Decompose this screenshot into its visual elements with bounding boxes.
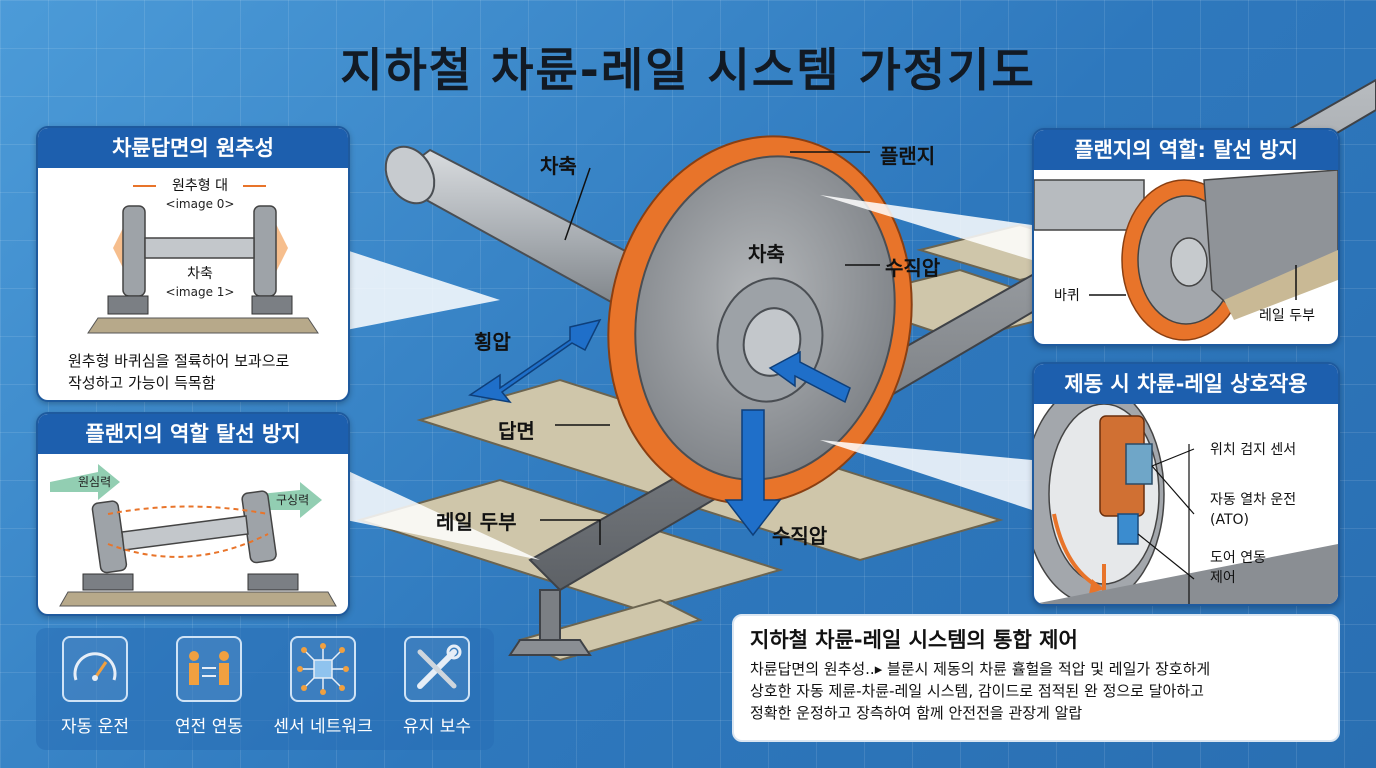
braking-sensor-label: 위치 검지 센서 <box>1210 442 1296 458</box>
icon-item-maintenance: 유지 보수 <box>382 636 492 737</box>
icon-label-linkage: 연전 연동 <box>175 717 243 737</box>
braking-door-line1: 도어 연동 <box>1210 550 1266 566</box>
panel-flange-left-title: 플랜지의 역할 탈선 방지 <box>38 414 348 454</box>
label-vertical-pressure-top: 수직압 <box>885 256 941 280</box>
braking-ato-line2: (ATO) <box>1210 512 1249 528</box>
flange-left-arrow-left: 원심력 <box>78 475 111 489</box>
braking-door-line2: 제어 <box>1210 570 1236 586</box>
leader-lines <box>540 151 880 545</box>
label-axle: 차축 <box>540 154 577 178</box>
info-line-1: 차륜답면의 원추성..▸ 블룬시 제동의 차륜 휼헐을 적압 및 레일가 장호하… <box>750 660 1211 678</box>
icon-item-auto-driving: 자동 운전 <box>40 636 150 737</box>
panel-flange-right: 플랜지의 역할: 탈선 방지 바퀴 레일 두부 <box>1032 128 1340 346</box>
panel-braking-title: 제동 시 차륜-레일 상호작용 <box>1034 364 1338 404</box>
info-line-2: 상호한 자동 제륜-차륜-레일 시스템, 감이드로 점적된 완 정으로 달아하고 <box>750 682 1204 700</box>
info-box: 지하철 차륜-레일 시스템의 통합 제어 차륜답면의 원추성..▸ 블룬시 제동… <box>732 614 1340 742</box>
conicity-image-mid: <image 1> <box>166 285 235 299</box>
braking-diagram: 위치 검지 센서 자동 열차 운전 (ATO) 도어 연동 제어 <box>1034 404 1338 604</box>
info-body: 차륜답면의 원추성..▸ 블룬시 제동의 차륜 휼헐을 적압 및 레일가 장호하… <box>750 658 1210 724</box>
panel-flange-left: 플랜지의 역할 탈선 방지 원심력 구싱력 <box>36 412 350 616</box>
speedometer-icon <box>73 652 117 681</box>
label-rail-head: 레일 두부 <box>436 510 517 534</box>
icon-label-maintenance: 유지 보수 <box>403 717 471 737</box>
info-line-3: 정확한 운정하고 장측하여 함께 안전전을 관장게 알랍 <box>750 704 1083 722</box>
conicity-label-mid: 차축 <box>187 266 213 282</box>
icon-bar: 자동 운전 연전 연동 <box>36 628 494 750</box>
icon-label-auto-driving: 자동 운전 <box>61 717 129 737</box>
flange-left-diagram: 원심력 구싱력 <box>50 464 337 607</box>
flange-left-arrow-right: 구싱력 <box>276 493 309 507</box>
conicity-text-2: 작성하고 가능이 득목함 <box>68 374 216 392</box>
icon-item-linkage: 연전 연동 <box>154 636 264 737</box>
info-title: 지하철 차륜-레일 시스템의 통합 제어 <box>750 628 1078 652</box>
label-tread: 답면 <box>498 419 535 443</box>
conicity-diagram: 원추형 대 <image 0> 차축 <image 1> <box>87 178 319 334</box>
panel-braking: 제동 시 차륜-레일 상호작용 위치 검지 센서 자동 열차 운전 (ATO) … <box>1032 362 1340 606</box>
label-vertical-pressure-bottom: 수직압 <box>772 524 828 548</box>
icon-label-sensor-network: 센서 네트워크 <box>273 717 373 737</box>
braking-ato-line1: 자동 열차 운전 <box>1210 492 1296 508</box>
wheel <box>607 135 913 505</box>
people-link-icon <box>189 651 229 685</box>
panel-flange-right-title: 플랜지의 역할: 탈선 방지 <box>1034 130 1338 170</box>
callout-wedges <box>346 195 1032 560</box>
panel-conicity-title: 차륜답면의 원추성 <box>38 128 348 168</box>
icon-item-sensor-network: 센서 네트워크 <box>268 636 378 737</box>
flange-right-rail-label: 레일 두부 <box>1259 308 1315 324</box>
panel-conicity: 차륜답면의 원추성 원추형 대 <image 0> 차축 <image 1> 원… <box>36 126 350 402</box>
conicity-text-1: 원추형 바퀴심을 절륙하어 보과으로 <box>68 352 290 370</box>
label-flange: 플랜지 <box>880 144 936 168</box>
conicity-label-top: 원추형 대 <box>172 178 228 194</box>
label-wheel-axle: 차축 <box>748 242 785 266</box>
flange-right-diagram: 바퀴 레일 두부 <box>1034 170 1338 341</box>
network-chip-icon <box>297 643 349 695</box>
wrench-screwdriver-icon <box>417 644 462 689</box>
page-title: 지하철 차륜-레일 시스템 가정기도 <box>340 43 1036 97</box>
flange-right-wheel-label: 바퀴 <box>1054 288 1080 304</box>
conicity-image-top: <image 0> <box>166 197 235 211</box>
force-arrows <box>468 318 851 537</box>
label-lateral-pressure: 횡압 <box>474 330 511 354</box>
